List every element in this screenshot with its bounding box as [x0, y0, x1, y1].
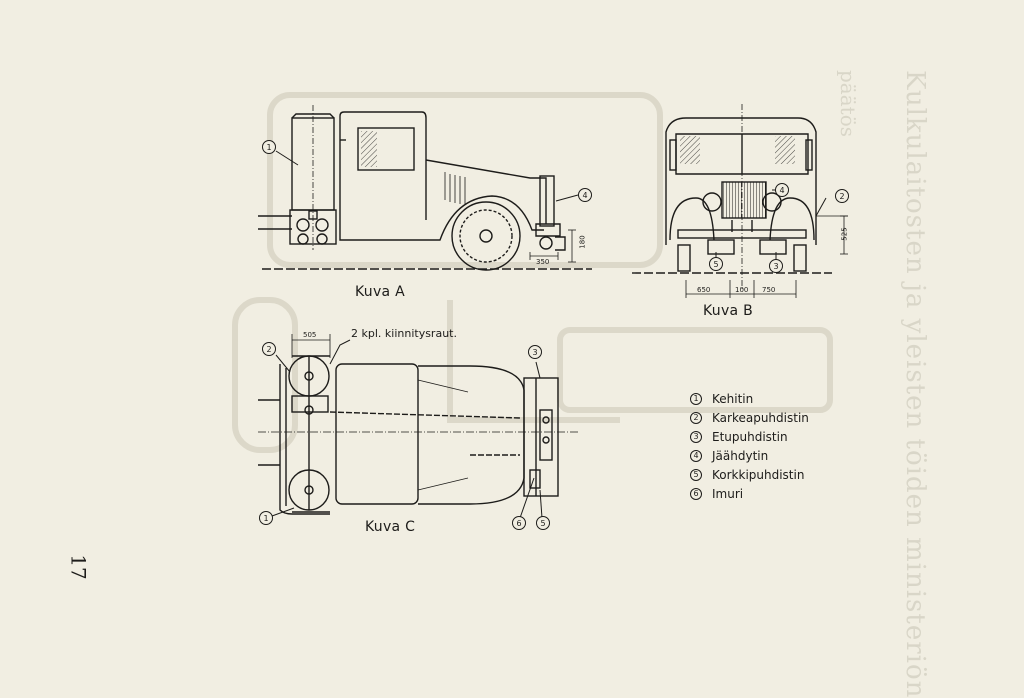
- marker-2-c: [262, 342, 276, 356]
- marker-2-b: [835, 189, 849, 203]
- dim-b-mid: 100: [735, 286, 749, 294]
- marker-3-b: [769, 259, 783, 273]
- marker-text: 2: [266, 345, 271, 354]
- legend-item: 1 Kehitin: [690, 389, 809, 408]
- kuva-c-label: Kuva C: [365, 519, 416, 535]
- marker-3-c: [528, 345, 542, 359]
- page-number: 17: [66, 554, 91, 580]
- callout-marker-numbers: 1 4 2 4 5 3 2 3 1 6 5: [263, 143, 844, 528]
- fastener-note: 2 kpl. kiinnitysraut.: [351, 327, 457, 340]
- legend-label: Etupuhdistin: [712, 429, 788, 444]
- legend-label: Karkeapuhdistin: [712, 410, 809, 425]
- dim-b-left: 650: [697, 286, 711, 294]
- kuva-b-label: Kuva B: [703, 303, 754, 319]
- marker-5-b: [709, 257, 723, 271]
- kuva-b-front-view: [632, 104, 848, 298]
- marker-6-c: [512, 516, 526, 530]
- marker-text: 6: [516, 519, 521, 528]
- marker-text: 5: [713, 260, 718, 269]
- legend-number: 5: [690, 468, 702, 481]
- show-through-drawing: [232, 92, 833, 453]
- legend-item: 3 Etupuhdistin: [690, 427, 809, 446]
- callout-markers: [259, 140, 849, 530]
- dim-b-right: 750: [762, 286, 776, 294]
- legend-label: Jäähdytin: [712, 448, 769, 463]
- dim-c-top: 505: [303, 331, 317, 339]
- marker-text: 3: [532, 348, 537, 357]
- legend-item: 6 Imuri: [690, 484, 809, 503]
- marker-text: 1: [266, 143, 271, 152]
- legend-number: 2: [690, 411, 702, 424]
- marker-text: 2: [839, 192, 844, 201]
- marker-text: 4: [582, 191, 587, 200]
- marker-1-a: [262, 140, 276, 154]
- marker-text: 1: [263, 514, 268, 523]
- legend-number: 4: [690, 449, 702, 462]
- dim-a-length: 350: [536, 258, 550, 266]
- legend-number: 3: [690, 430, 702, 443]
- marker-text: 5: [540, 519, 545, 528]
- legend-label: Korkkipuhdistin: [712, 467, 805, 482]
- marker-text: 4: [779, 186, 784, 195]
- kuva-c-top-view: [258, 334, 580, 519]
- technical-drawing: 1 4 2 4 5 3 2 3 1 6 5: [232, 92, 849, 530]
- marker-4-b: [775, 183, 789, 197]
- book-page: Kulkulaitosten ja yleisten töiden minist…: [66, 70, 930, 698]
- legend-item: 2 Karkeapuhdistin: [690, 408, 809, 427]
- marker-text: 3: [773, 262, 778, 271]
- legend-item: 5 Korkkipuhdistin: [690, 465, 809, 484]
- legend-label: Imuri: [712, 486, 744, 501]
- marker-1-c: [259, 511, 273, 525]
- dim-a-height: 180: [578, 235, 587, 249]
- legend-item: 4 Jäähdytin: [690, 446, 809, 465]
- dim-b-height: 525: [840, 227, 849, 241]
- legend-number: 1: [690, 392, 702, 405]
- marker-4-a: [578, 188, 592, 202]
- legend: 1 Kehitin 2 Karkeapuhdistin 3 Etupuhdist…: [690, 389, 809, 503]
- kuva-a-side-view: [258, 105, 592, 271]
- legend-number: 6: [690, 487, 702, 500]
- kuva-a-label: Kuva A: [355, 284, 406, 300]
- legend-label: Kehitin: [712, 391, 754, 406]
- marker-5-c: [536, 516, 550, 530]
